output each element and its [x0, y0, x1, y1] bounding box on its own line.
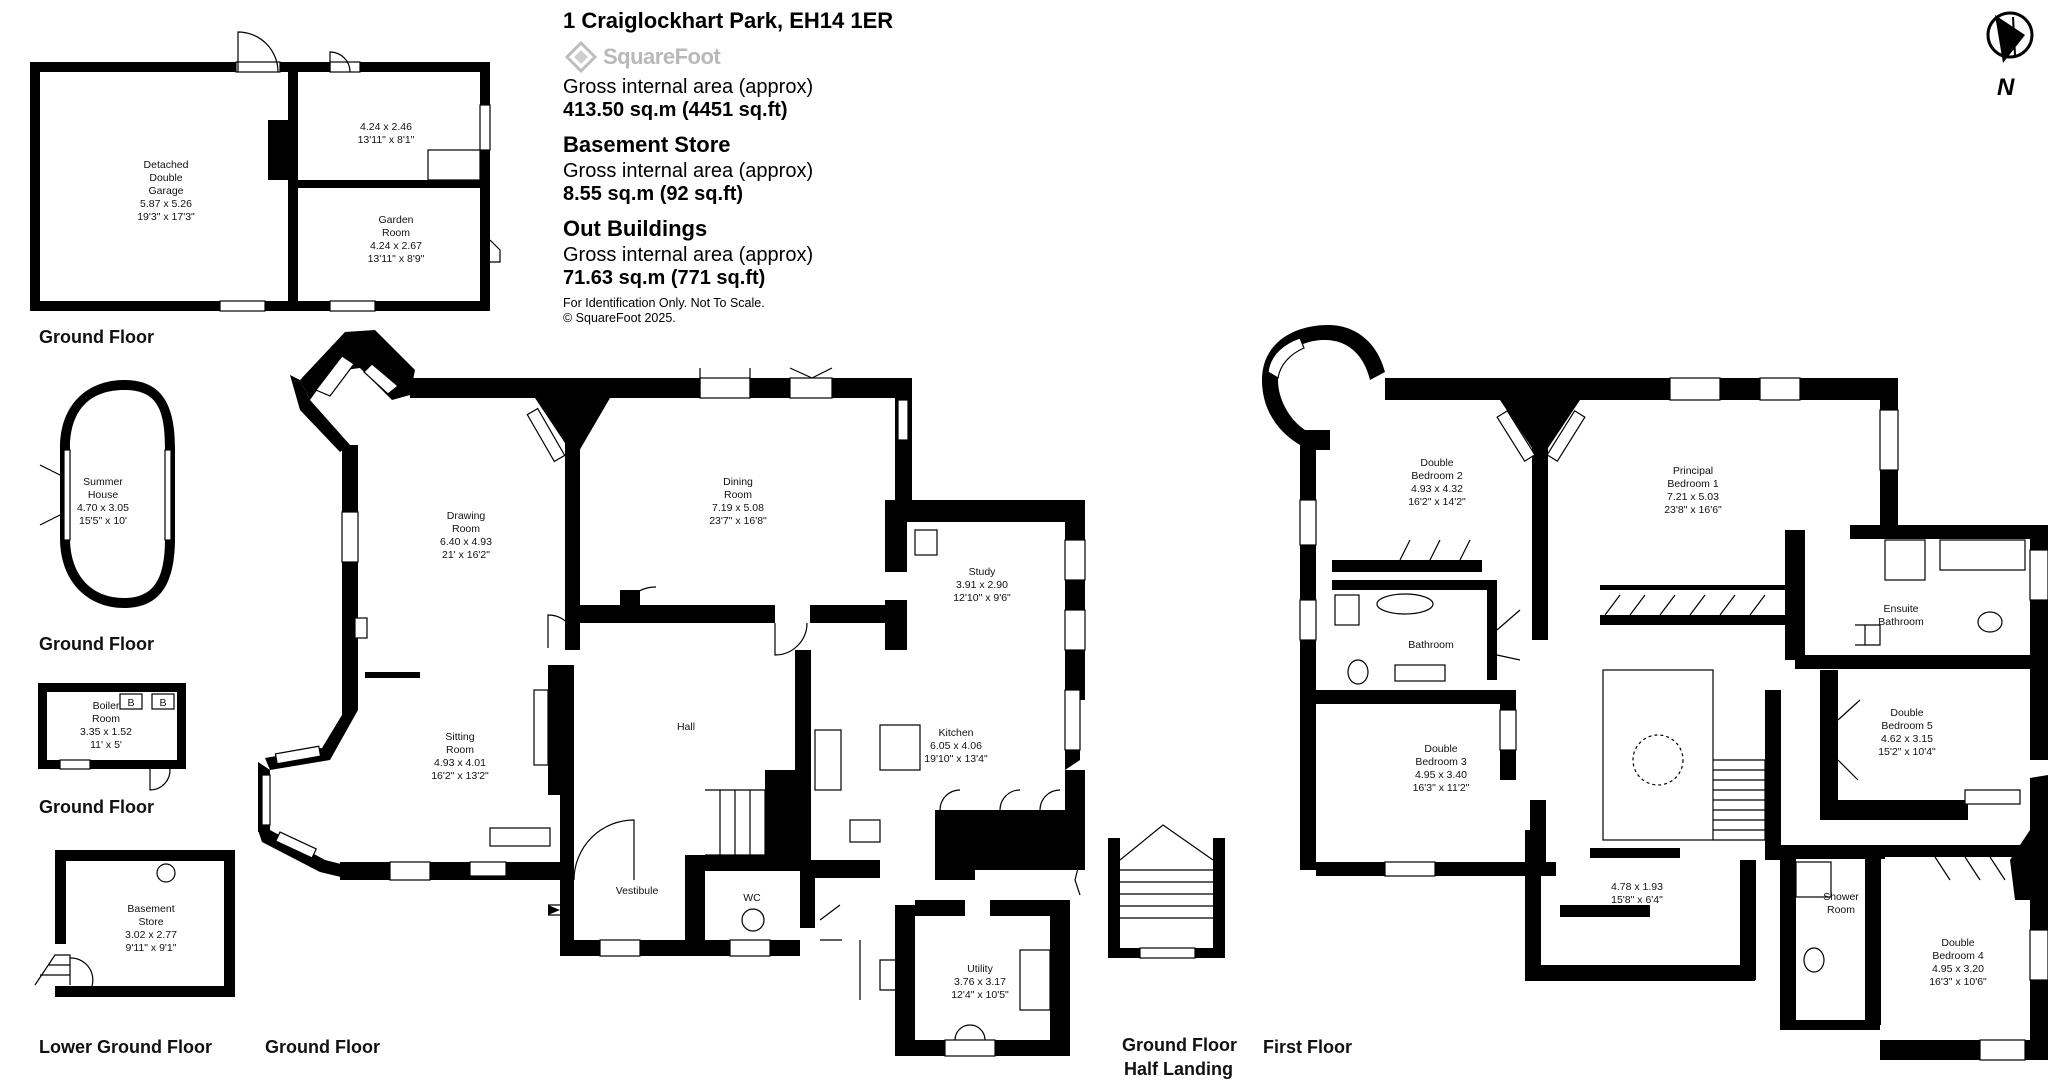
gia-label: Gross internal area (approx): [563, 76, 814, 98]
bathroom-label: Bathroom: [1408, 639, 1454, 651]
address: 1 Craiglockhart Park, EH14 1ER: [563, 8, 894, 33]
basement-store-walls: [34, 850, 235, 997]
floor-label-basement: Lower Ground Floor: [39, 1037, 212, 1057]
floor-label-summer-house: Ground Floor: [39, 634, 154, 654]
basement-area: 8.55 sq.m (92 sq.ft): [563, 183, 744, 205]
outbuildings-title: Out Buildings: [563, 216, 708, 241]
brand-name: SquareFoot: [603, 44, 721, 69]
copyright: © SquareFoot 2025.: [563, 311, 676, 325]
basement-title: Basement Store: [563, 132, 731, 157]
compass: N: [1975, 5, 2045, 105]
header-info: 1 Craiglockhart Park, EH14 1ER SquareFoo…: [563, 8, 993, 325]
floor-label-main-ground: Ground Floor: [265, 1037, 380, 1057]
wc-label: WC: [743, 892, 761, 904]
vestibule-label: Vestibule: [616, 885, 659, 897]
floor-label-first-floor: First Floor: [1263, 1037, 1352, 1057]
floor-label-half-landing-1: Ground Floor: [1122, 1035, 1237, 1055]
outbuildings-area: 71.63 sq.m (771 sq.ft): [563, 267, 766, 289]
boiler-room-walls: [38, 683, 186, 791]
basement-gia-label: Gross internal area (approx): [563, 160, 814, 182]
summer-house-walls: [39, 380, 175, 608]
garage-block-walls: [30, 31, 501, 312]
floor-label-half-landing-2: Half Landing: [1124, 1059, 1233, 1079]
hall-label: Hall: [677, 721, 695, 733]
north-arrow-icon: N: [1986, 11, 2034, 101]
brand-logo: SquareFoot: [565, 40, 993, 74]
boiler-mark-1: B: [127, 697, 134, 709]
ground-floor-walls: [258, 330, 1086, 1057]
disclaimer: For Identification Only. Not To Scale.: [563, 296, 765, 310]
squarefoot-logo-icon: [565, 41, 597, 73]
north-label: N: [1997, 74, 2015, 100]
main-area: 413.50 sq.m (4451 sq.ft): [563, 99, 788, 121]
first-floor-walls: [1262, 325, 2048, 1061]
floor-label-garage: Ground Floor: [39, 327, 154, 347]
floor-label-boiler: Ground Floor: [39, 797, 154, 817]
half-landing-walls: [1108, 824, 1225, 959]
outbuildings-gia-label: Gross internal area (approx): [563, 244, 814, 266]
boiler-mark-2: B: [159, 697, 166, 709]
